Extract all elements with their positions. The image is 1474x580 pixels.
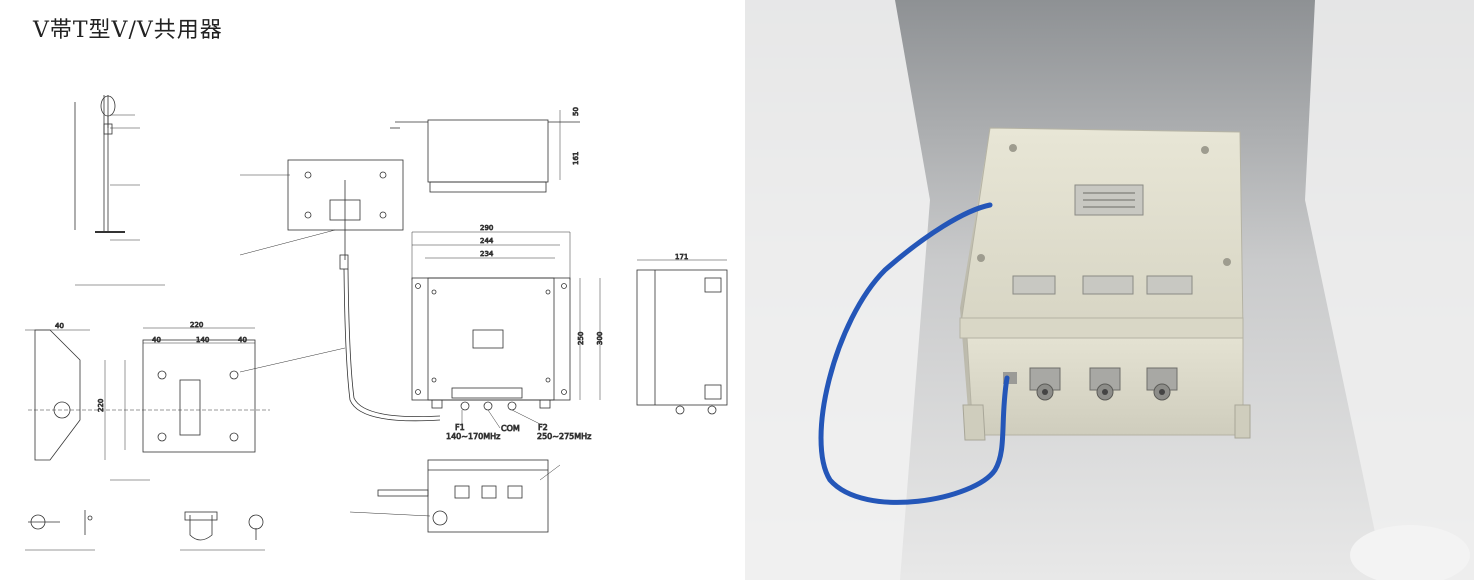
dim-bracket-sub2: 140: [196, 336, 209, 344]
drawing-title: V帯T型V/V共用器: [33, 18, 223, 43]
drawing-svg: 290 244 234 250 300 171 220 40 140 40 22…: [25, 95, 728, 551]
product-photo-panel: [745, 0, 1474, 580]
dim-top-mid: 244: [480, 237, 494, 245]
dim-top-inner: 234: [480, 250, 494, 258]
port-f1-label: F1: [455, 423, 465, 432]
dim-box-height: 161: [572, 152, 580, 165]
dim-bracket-width: 220: [190, 321, 203, 329]
dim-bracket-sub3: 40: [238, 336, 247, 344]
port-f2-label: F2: [538, 423, 548, 432]
port-f1-range: 140~170MHz: [446, 432, 500, 441]
dim-height-inner: 250: [577, 332, 585, 345]
dim-top-outer: 290: [480, 224, 493, 232]
dim-bracket-side-top: 40: [55, 322, 64, 330]
bracket-drawing: [25, 327, 270, 481]
connector-com: [1089, 367, 1121, 401]
side-view-drawing: [636, 259, 728, 415]
diplexer-box: [959, 127, 1251, 441]
dim-side-depth: 171: [675, 253, 688, 261]
dim-box-small: 50: [572, 107, 580, 116]
hanger-wire-drawing: [74, 95, 165, 286]
front-view-drawing: [411, 231, 601, 411]
technical-drawing-panel: V帯T型V/V共用器: [25, 18, 728, 551]
bottom-view-drawing: [349, 459, 561, 533]
mount-plate-drawing: [239, 159, 441, 422]
dim-bracket-height: 220: [97, 399, 105, 412]
blue-cable: [818, 202, 1010, 505]
top-view-drawing: [390, 110, 580, 193]
dim-bracket-sub1: 40: [152, 336, 161, 344]
port-f2-range: 250~275MHz: [537, 432, 591, 441]
small-parts-drawing: [25, 510, 265, 551]
dim-height-outer: 300: [596, 332, 604, 345]
connector-f1: [1029, 367, 1061, 401]
port-com-label: COM: [501, 424, 520, 433]
connector-f2: [1146, 367, 1178, 401]
product-photo: [745, 0, 1474, 580]
